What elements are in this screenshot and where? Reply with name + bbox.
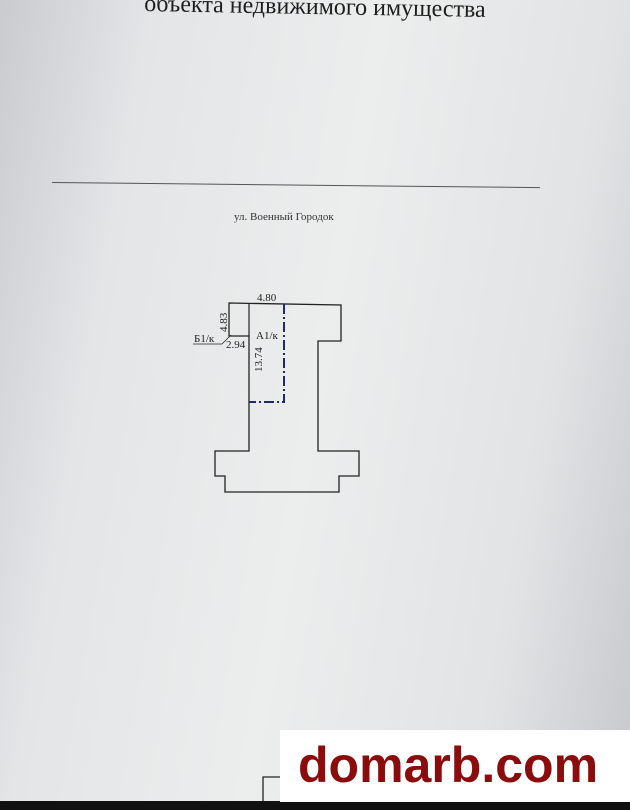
label-b1: Б1/к	[194, 333, 215, 345]
dim-length: 13.74	[253, 347, 265, 372]
building-outline	[214, 302, 360, 493]
lower-drawing-fragment	[262, 776, 282, 810]
label-a1: А1/к	[256, 330, 279, 342]
photo-edge	[0, 801, 630, 810]
watermark-text: domarb.com	[298, 737, 599, 793]
a1-boundary-dashed	[249, 304, 285, 403]
watermark: domarb.com	[280, 730, 630, 802]
dim-left: 4.83	[218, 312, 230, 332]
street-label: ул. Военный Городок	[234, 211, 334, 223]
b1-leader-diag	[221, 334, 232, 345]
dim-top: 4.80	[257, 292, 277, 304]
dim-b: 2.94	[226, 339, 246, 351]
